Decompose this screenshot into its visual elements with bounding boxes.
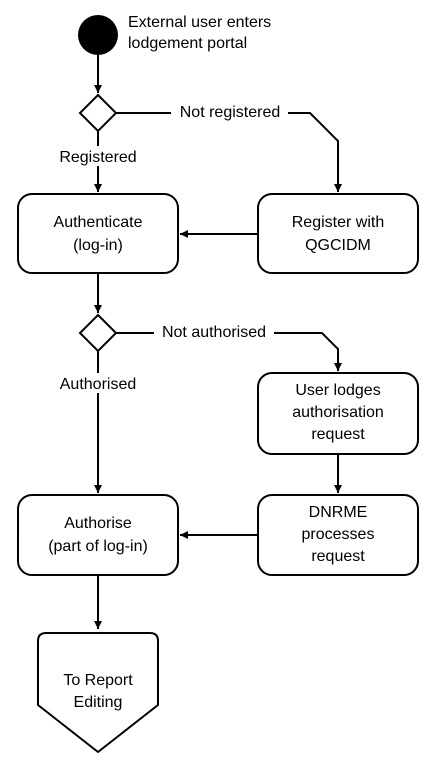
- not-registered-label: Not registered: [180, 104, 281, 121]
- register-label-line2: QGCIDM: [305, 237, 371, 254]
- start-label-line2: lodgement portal: [128, 35, 247, 52]
- report-editing-connector: [37, 632, 159, 753]
- authorised-label: Authorised: [60, 376, 137, 393]
- process-request-label-line3: request: [311, 548, 365, 565]
- lodge-request-label-line3: request: [311, 426, 365, 443]
- registration-decision: [78, 93, 118, 133]
- authorise-label-line1: Authorise: [64, 515, 132, 532]
- report-editing-label-line1: To Report: [63, 672, 133, 689]
- authenticate-label-line2: (log-in): [73, 237, 123, 254]
- process-request-label-line1: DNRME: [309, 504, 368, 521]
- authorise-label-line2: (part of log-in): [48, 538, 148, 555]
- authenticate-label-line1: Authenticate: [54, 214, 143, 231]
- register-label-line1: Register with: [292, 214, 384, 231]
- lodge-request-label-line1: User lodges: [295, 382, 380, 399]
- authenticate-box: [17, 193, 179, 274]
- registered-label: Registered: [59, 149, 136, 166]
- authorisation-decision: [78, 313, 118, 353]
- report-editing-label-line2: Editing: [74, 694, 123, 711]
- authorise-box: [17, 494, 179, 576]
- start-label-line1: External user enters: [128, 14, 271, 31]
- not-authorised-label: Not authorised: [162, 324, 266, 341]
- lodge-request-label-line2: authorisation: [292, 404, 384, 421]
- process-request-label-line2: processes: [302, 526, 375, 543]
- start-node: [78, 15, 118, 55]
- register-box: [257, 193, 419, 274]
- connector-not-registered: [116, 112, 342, 192]
